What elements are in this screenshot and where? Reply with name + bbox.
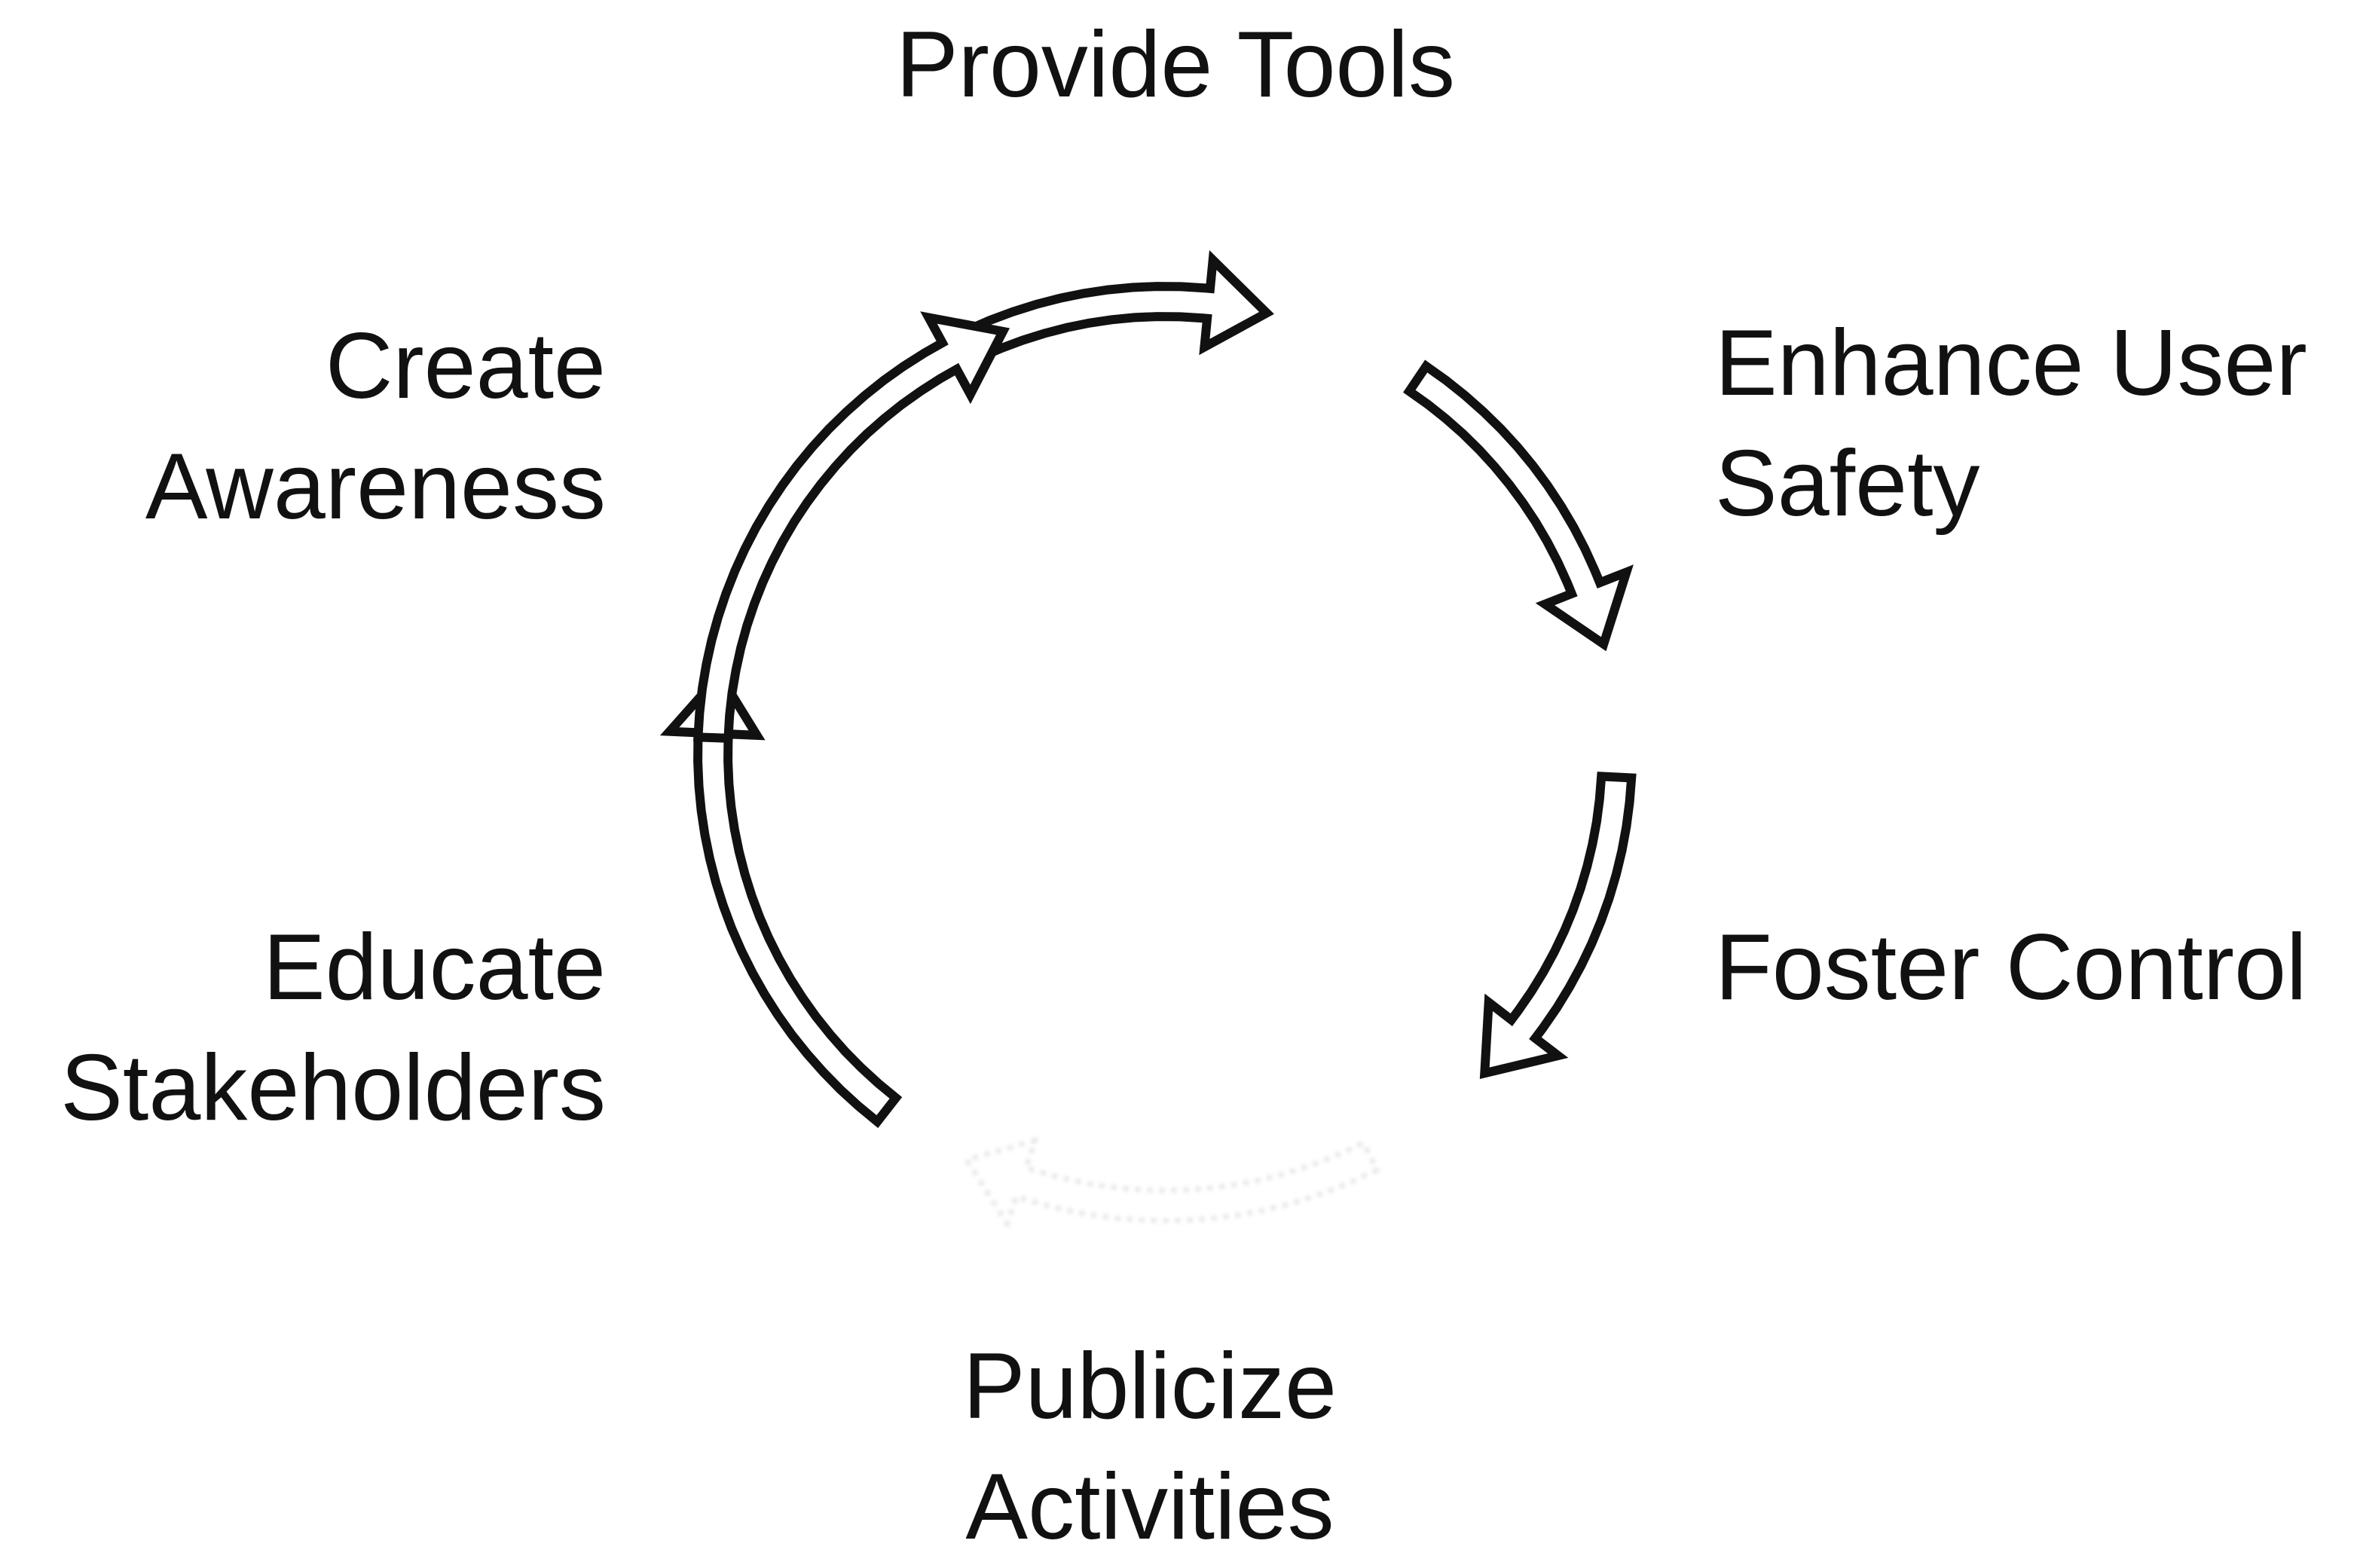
step-label-publicize-activities: Publicize Activities [773,1326,1527,1567]
step-label-foster-control: Foster Control [1715,907,2307,1028]
step-label-line: Provide Tools [895,13,1456,117]
step-label-educate-stakeholders: Educate Stakeholders [60,907,606,1148]
step-label-enhance-user-safety: Enhance User Safety [1715,303,2307,544]
arrow-provide-tools-to-enhance-user-safety-icon [939,249,1274,374]
step-label-provide-tools: Provide Tools [784,5,1567,125]
step-label-line: Publicize [962,1334,1337,1438]
step-label-line: Safety [1715,432,1980,536]
step-label-line: Create [325,314,606,418]
step-label-line: Activities [965,1455,1334,1559]
arrow-enhance-user-safety-to-foster-control-icon [1403,359,1634,652]
arrow-create-awareness-to-provide-tools-icon [693,311,1010,744]
step-label-line: Enhance User [1715,311,2307,415]
step-label-create-awareness: Create Awareness [145,306,606,547]
arrow-educate-stakeholders-to-create-awareness-icon [659,667,903,1129]
arrow-foster-control-to-publicize-activities-icon [1479,772,1637,1080]
arrow-publicize-activities-to-educate-stakeholders-icon [964,1138,1380,1228]
step-label-line: Stakeholders [60,1036,606,1140]
step-label-line: Educate [262,915,606,1019]
step-label-line: Foster Control [1715,915,2307,1019]
step-label-line: Awareness [145,435,606,539]
